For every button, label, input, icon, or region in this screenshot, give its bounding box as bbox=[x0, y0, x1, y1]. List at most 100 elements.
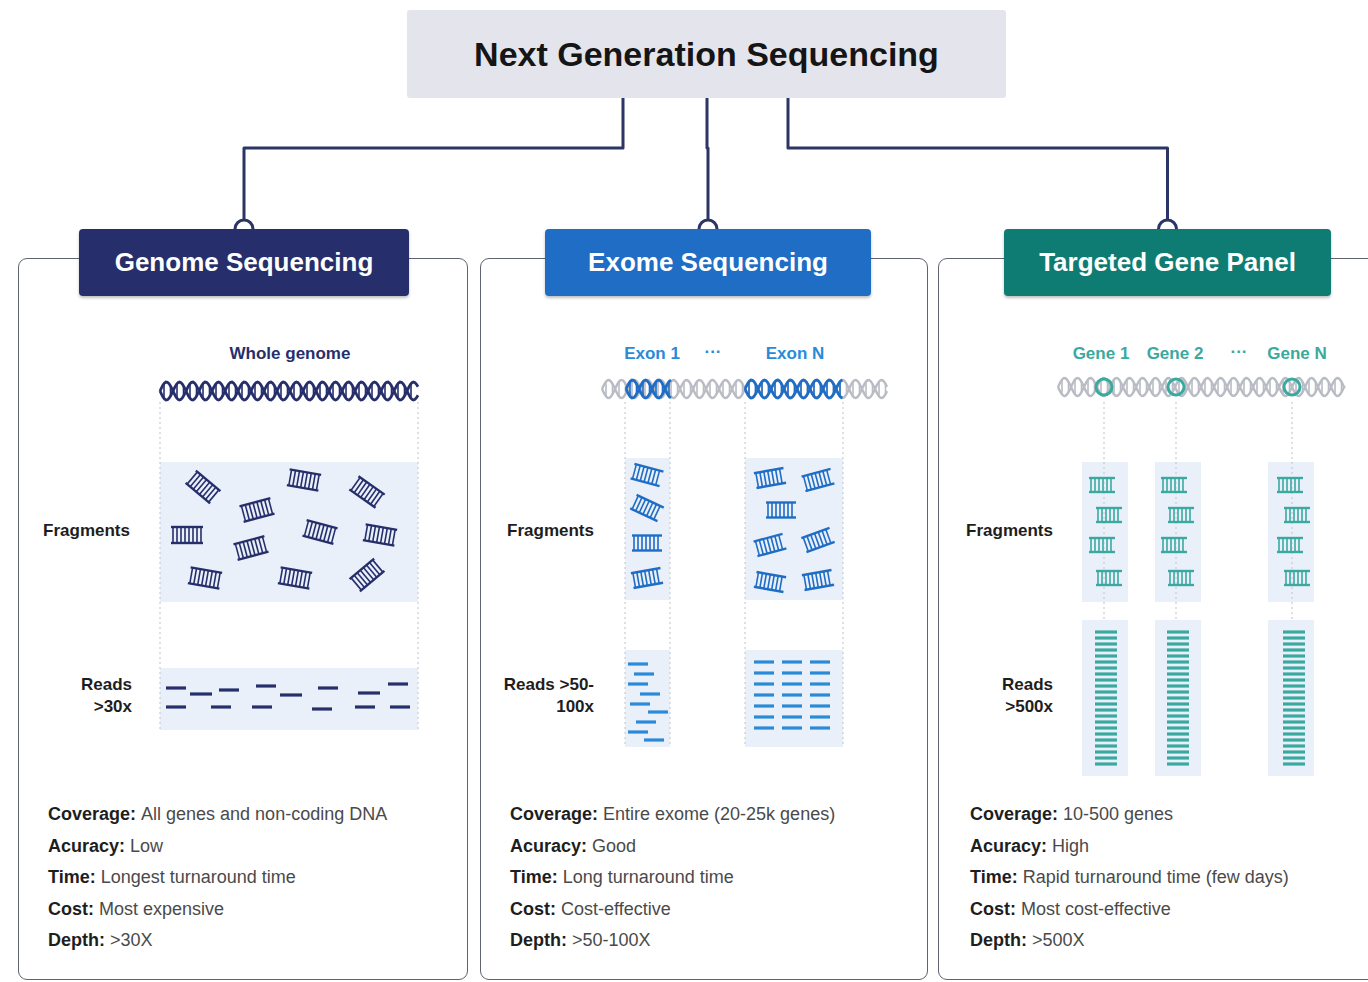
read bbox=[810, 704, 830, 707]
read bbox=[640, 692, 660, 695]
property-key: Time: bbox=[48, 867, 96, 887]
property-row: Depth:>30X bbox=[48, 925, 387, 957]
read bbox=[1095, 738, 1117, 741]
read bbox=[1095, 720, 1117, 723]
read bbox=[1095, 696, 1117, 699]
read bbox=[1095, 714, 1117, 717]
read bbox=[388, 682, 408, 685]
ground-panel bbox=[1155, 620, 1201, 776]
read bbox=[1167, 750, 1189, 753]
read bbox=[1283, 690, 1305, 693]
read bbox=[1167, 732, 1189, 735]
dna-fragment bbox=[1096, 571, 1122, 585]
header-text: Exome Sequencing bbox=[588, 247, 828, 278]
region-label: Gene N bbox=[1267, 343, 1327, 365]
ground-panel bbox=[745, 650, 843, 747]
property-key: Coverage: bbox=[970, 804, 1058, 824]
read bbox=[358, 691, 380, 694]
property-row: Cost:Cost-effective bbox=[510, 894, 835, 926]
method-panel: Exome SequencingCoverage:Entire exome (2… bbox=[480, 258, 928, 980]
dna-fragment bbox=[1089, 478, 1115, 492]
ground-panel bbox=[1268, 462, 1314, 602]
read bbox=[1095, 744, 1117, 747]
dna-fragment bbox=[1168, 571, 1194, 585]
read bbox=[1167, 744, 1189, 747]
dna-helix bbox=[1058, 378, 1345, 396]
property-row: Acuracy:High bbox=[970, 831, 1289, 863]
region-label: Gene 2 bbox=[1147, 343, 1204, 365]
dna-fragment bbox=[632, 536, 662, 551]
read bbox=[1167, 666, 1189, 669]
dna-fragment bbox=[631, 568, 663, 588]
property-key: Depth: bbox=[510, 930, 567, 950]
property-value: >30X bbox=[110, 930, 153, 950]
region-label: ··· bbox=[1231, 341, 1248, 363]
property-row: Coverage:10-500 genes bbox=[970, 799, 1289, 831]
read bbox=[1167, 702, 1189, 705]
property-key: Coverage: bbox=[510, 804, 598, 824]
read bbox=[754, 704, 774, 707]
read bbox=[280, 693, 302, 696]
header-text: Targeted Gene Panel bbox=[1039, 247, 1296, 278]
dna-fragment bbox=[1161, 538, 1187, 552]
dna-fragment bbox=[1284, 508, 1310, 522]
read bbox=[1167, 696, 1189, 699]
dna-fragment bbox=[1277, 478, 1303, 492]
property-key: Cost: bbox=[510, 899, 556, 919]
read bbox=[1095, 708, 1117, 711]
property-key: Acuracy: bbox=[48, 836, 125, 856]
read bbox=[1283, 714, 1305, 717]
property-row: Cost:Most cost-effective bbox=[970, 894, 1289, 926]
read bbox=[1167, 708, 1189, 711]
guide-line bbox=[1175, 402, 1176, 620]
ground-panel bbox=[1268, 620, 1314, 776]
depth-label: Reads >500x bbox=[978, 674, 1053, 718]
header-text: Genome Sequencing bbox=[115, 247, 374, 278]
property-key: Time: bbox=[510, 867, 558, 887]
read bbox=[1283, 744, 1305, 747]
read bbox=[1167, 660, 1189, 663]
read bbox=[1095, 732, 1117, 735]
read bbox=[1095, 750, 1117, 753]
read bbox=[782, 726, 802, 729]
read bbox=[630, 702, 650, 705]
read bbox=[1095, 636, 1117, 639]
property-value: Cost-effective bbox=[561, 899, 671, 919]
dna-fragment bbox=[188, 567, 222, 588]
property-value: Longest turnaround time bbox=[101, 867, 296, 887]
depth-label: Reads >30x bbox=[57, 674, 132, 718]
dna-fragment bbox=[754, 534, 787, 556]
method-panel: Targeted Gene PanelCoverage:10-500 genes… bbox=[938, 258, 1368, 980]
guide-line bbox=[744, 402, 745, 747]
property-row: Coverage:All genes and non-coding DNA bbox=[48, 799, 387, 831]
read bbox=[636, 720, 656, 723]
read bbox=[1283, 756, 1305, 759]
connector bbox=[788, 98, 1168, 229]
read bbox=[634, 672, 654, 675]
property-value: High bbox=[1052, 836, 1089, 856]
dna-fragment bbox=[754, 572, 786, 592]
property-key: Cost: bbox=[48, 899, 94, 919]
dna-fragment bbox=[631, 464, 664, 486]
property-key: Acuracy: bbox=[970, 836, 1047, 856]
property-value: Low bbox=[130, 836, 163, 856]
connector bbox=[244, 98, 623, 229]
title-text: Next Generation Sequencing bbox=[474, 35, 939, 74]
property-list: Coverage:All genes and non-coding DNA Acu… bbox=[48, 799, 387, 957]
read bbox=[1095, 702, 1117, 705]
read bbox=[1167, 720, 1189, 723]
property-row: Cost:Most expensive bbox=[48, 894, 387, 926]
read bbox=[644, 738, 664, 741]
property-row: Depth:>500X bbox=[970, 925, 1289, 957]
property-row: Coverage:Entire exome (20-25k genes) bbox=[510, 799, 835, 831]
gene-mark bbox=[1168, 379, 1184, 395]
dna-helix bbox=[745, 380, 843, 398]
read bbox=[1283, 630, 1305, 633]
ground-panel bbox=[625, 458, 670, 600]
read bbox=[1283, 726, 1305, 729]
property-value: Entire exome (20-25k genes) bbox=[603, 804, 835, 824]
read bbox=[166, 686, 186, 689]
method-header: Targeted Gene Panel bbox=[1004, 229, 1331, 296]
guide-line bbox=[624, 402, 625, 747]
